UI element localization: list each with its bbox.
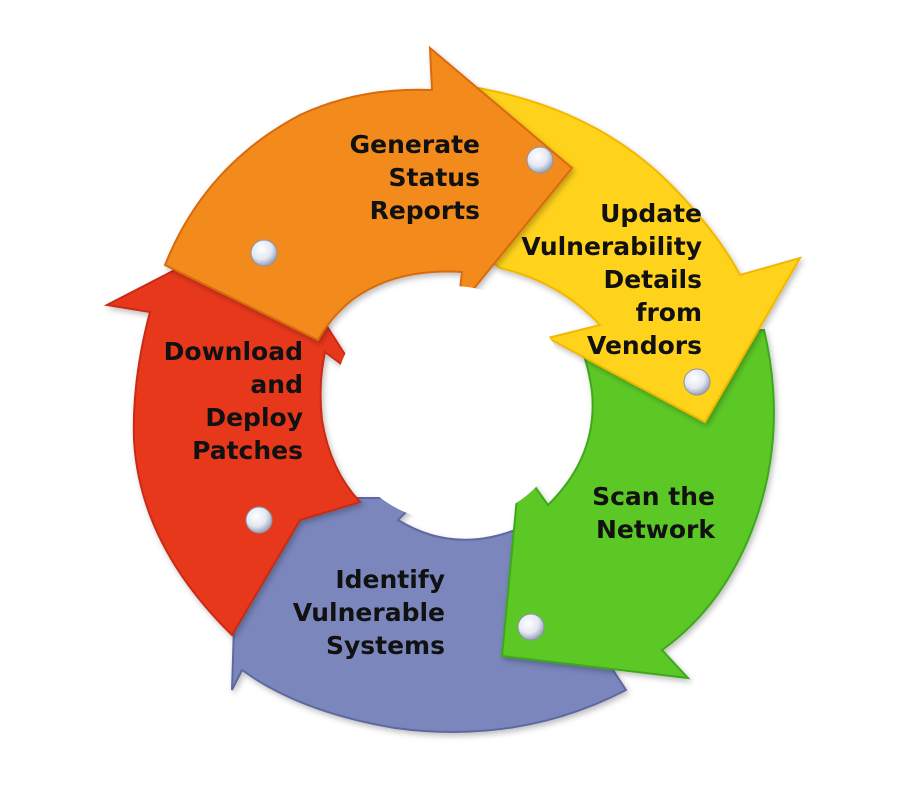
label-line: Vendors bbox=[587, 331, 702, 360]
pin-icon bbox=[526, 146, 554, 174]
label-line: Vulnerability bbox=[521, 232, 702, 261]
label-line: Network bbox=[596, 515, 716, 544]
label-line: Systems bbox=[326, 631, 445, 660]
label-line: Patches bbox=[192, 436, 303, 465]
generate-status-reports-arrow bbox=[163, 45, 574, 342]
cycle-arrows bbox=[103, 45, 803, 733]
label-line: Scan the bbox=[592, 482, 715, 511]
pin-icon bbox=[245, 506, 273, 534]
pin-icon bbox=[683, 368, 711, 396]
label-line: Details bbox=[603, 265, 702, 294]
pin-icon bbox=[250, 239, 278, 267]
label-line: Reports bbox=[370, 196, 480, 225]
cycle-pins bbox=[245, 146, 711, 641]
label-line: from bbox=[636, 298, 702, 327]
cycle-center bbox=[334, 286, 570, 522]
label-line: Update bbox=[600, 199, 702, 228]
label-line: Vulnerable bbox=[293, 598, 445, 627]
pin-icon bbox=[517, 613, 545, 641]
label-line: and bbox=[250, 370, 303, 399]
label-line: Download bbox=[164, 337, 303, 366]
label-line: Status bbox=[389, 163, 480, 192]
label-line: Generate bbox=[350, 130, 480, 159]
label-line: Identify bbox=[335, 565, 445, 594]
label-line: Deploy bbox=[205, 403, 303, 432]
